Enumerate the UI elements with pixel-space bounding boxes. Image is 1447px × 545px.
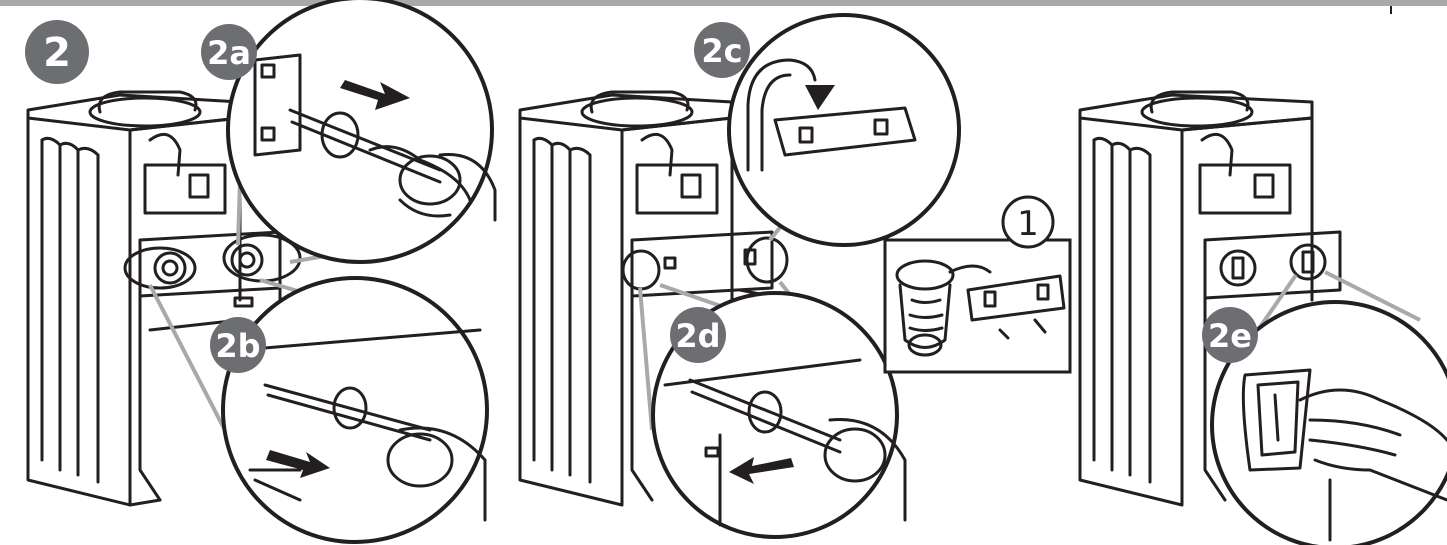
step-2-badge: 2: [25, 20, 89, 84]
step-2d-label: 2d: [675, 317, 720, 355]
inset-2b: 2b: [210, 278, 487, 542]
inset-2e: 2e: [1202, 302, 1447, 545]
step-2c-label: 2c: [701, 32, 742, 70]
step-2b-label: 2b: [215, 327, 260, 365]
inset-2a: 2a: [201, 0, 495, 262]
inset-badge-number: 1: [1017, 204, 1039, 244]
inset-2c: 2c: [694, 15, 959, 245]
inset-2d: 2d: [653, 293, 905, 537]
step-2e-label: 2e: [1208, 317, 1252, 355]
step-2-number: 2: [43, 30, 71, 76]
step-2a-label: 2a: [207, 34, 251, 72]
top-rule: [0, 0, 1447, 6]
